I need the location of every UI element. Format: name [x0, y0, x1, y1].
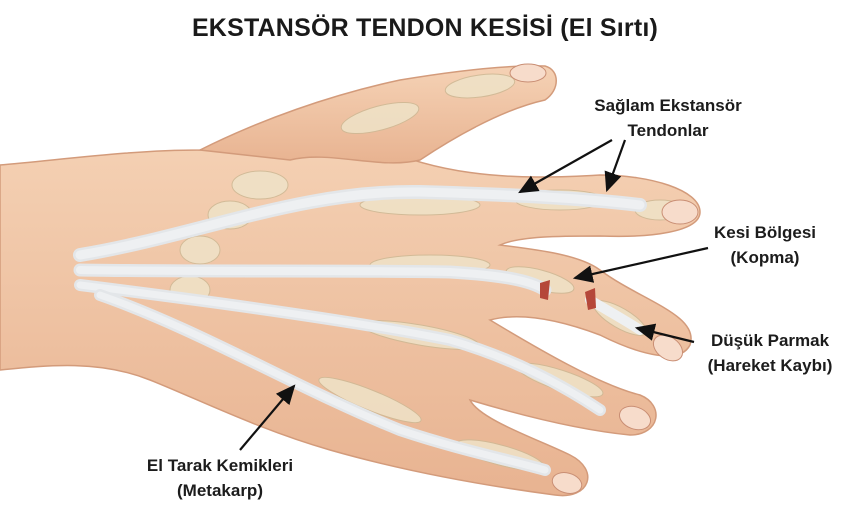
cut-zone: [540, 280, 596, 310]
label-line: (Kopma): [730, 248, 800, 267]
fingernails: [509, 63, 699, 494]
arrow-metacarp: [239, 384, 296, 451]
label-metacarpal: El Tarak Kemikleri (Metakarp): [130, 453, 310, 503]
label-line: Sağlam Ekstansör: [594, 96, 742, 115]
arrow-dropped: [634, 323, 695, 344]
tendons: [73, 184, 647, 476]
arrow-cut: [572, 246, 709, 283]
arrow-healthy-1: [518, 139, 613, 194]
label-line: Düşük Parmak: [710, 331, 830, 350]
arrow-healthy-2: [604, 139, 627, 193]
label-line: (Hareket Kaybı): [707, 356, 833, 375]
label-cut-zone: Kesi Bölgesi (Kopma): [700, 220, 830, 270]
page-title: EKSTANSÖR TENDON KESİSİ (El Sırtı): [191, 14, 659, 42]
label-line: El Tarak Kemikleri: [146, 456, 294, 475]
label-line: (Metakarp): [177, 481, 263, 500]
arrows: [239, 139, 709, 451]
label-healthy-tendons: Sağlam Ekstansör Tendonlar: [588, 93, 748, 143]
label-line: Tendonlar: [627, 121, 709, 140]
label-line: Kesi Bölgesi: [713, 223, 817, 242]
label-dropped-finger: Düşük Parmak (Hareket Kaybı): [695, 328, 845, 378]
